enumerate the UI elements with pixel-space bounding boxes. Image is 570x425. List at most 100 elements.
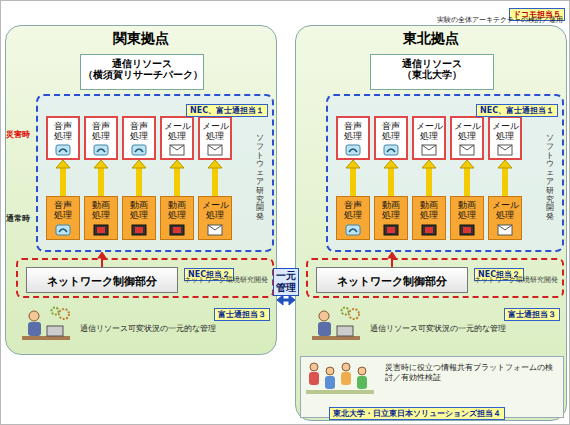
arrow-head [498, 160, 512, 168]
connector [388, 252, 396, 267]
drawing-part [358, 367, 366, 375]
drawing-part [341, 372, 351, 385]
connector-line [350, 168, 356, 196]
drawing-part [52, 308, 59, 315]
process-name: 動画 処理 [85, 200, 117, 221]
arrow-head [208, 160, 222, 168]
management-area: 富士通担当３ 通信リソース可変状況の一元的な管理 [10, 302, 274, 352]
drawing-part [342, 308, 349, 315]
management-area: 富士通担当３ 通信リソース可変状況の一元的な管理 [300, 302, 564, 352]
drawing-part [346, 145, 360, 155]
process-box: メール 処理 [198, 196, 232, 240]
process-box: 動画 処理 [374, 196, 408, 240]
connector-line [283, 299, 289, 302]
process-name: 音声 処理 [48, 121, 78, 142]
drawing-part [56, 225, 70, 235]
process-box: メール 処理 [198, 116, 232, 160]
drawing-part [318, 322, 331, 336]
connector [498, 160, 512, 196]
drawing-part [337, 326, 353, 336]
drawing-part [59, 309, 69, 319]
process-icon [170, 145, 184, 155]
management-note: 通信リソース可変状況の一元的な管理 [370, 324, 554, 334]
process-icon [208, 145, 222, 155]
process-icon [460, 145, 474, 155]
process-name: 音声 処理 [47, 200, 79, 221]
process-box: 動画 処理 [122, 196, 156, 240]
drawing-part [29, 311, 39, 321]
connector [277, 295, 295, 305]
connector-line [388, 168, 394, 196]
process-name: 音声 処理 [337, 200, 369, 221]
drawing-part [173, 227, 181, 233]
arrow-head [56, 160, 70, 168]
connector-line [391, 258, 393, 267]
process-name: 動画 処理 [123, 200, 155, 221]
drawing-part [47, 326, 63, 336]
process-box: メール 処理 [160, 116, 194, 160]
arrow-head [94, 160, 108, 168]
panel-title: 関東拠点 [6, 30, 276, 48]
process-name: 動画 処理 [375, 200, 407, 221]
software-region: NEC、富士通担当１ソフトウェア研究開発音声 処理音声 処理音声 処理メール 処… [36, 94, 274, 252]
connector [94, 160, 108, 196]
process-icon [384, 225, 398, 235]
process-name: メール 処理 [490, 121, 520, 142]
drawing-part [208, 145, 222, 150]
process-name: 動画 処理 [413, 200, 445, 221]
drawing-part [97, 227, 105, 233]
arrow-head [98, 252, 106, 258]
connector [56, 160, 70, 196]
process-box: 動画 処理 [84, 196, 118, 240]
note-text: 実験の全体アーキテクチャの検討／運用 [437, 15, 563, 25]
drawing-part [94, 145, 108, 155]
process-name: メール 処理 [199, 200, 231, 221]
arrow-head [132, 160, 146, 168]
connector-line [464, 168, 470, 196]
site-panel: 東北拠点通信リソース （東北大学）NEC、富士通担当１ソフトウェア研究開発音声 … [295, 25, 567, 421]
drawing-part [498, 225, 512, 235]
arrow-head [460, 160, 474, 168]
owner-tag: 富士通担当３ [504, 308, 560, 321]
process-name: 音声 処理 [376, 121, 406, 142]
owner-tag: 東北大学・日立東日本ソリューションズ担当４ [329, 407, 505, 420]
connector-line [101, 258, 103, 267]
vertical-note: ソフトウェア研究開発 [546, 134, 554, 222]
drawing-part [346, 225, 360, 235]
drawing-part [460, 145, 474, 155]
owner-tag: 富士通担当３ [214, 308, 270, 321]
drawing-part [170, 225, 184, 235]
resource-box: 通信リソース （東北大学） [370, 54, 494, 90]
process-box: 動画 処理 [412, 196, 446, 240]
platform-note: 災害時に役立つ情報共有プラットフォームの検討／有効性検証 [385, 363, 557, 383]
region-note: ネットワーク環境研究開発 [474, 276, 560, 284]
process-box: 動画 処理 [160, 196, 194, 240]
arrow-head [277, 295, 283, 305]
management-note: 通信リソース可変状況の一元的な管理 [80, 324, 264, 334]
drawing-part [22, 336, 70, 340]
drawing-part [309, 372, 319, 385]
connector [98, 252, 106, 267]
process-box: 音声 処理 [336, 196, 370, 240]
drawing-part [498, 145, 512, 150]
process-box: メール 処理 [488, 196, 522, 240]
connector-line [212, 168, 218, 196]
connector-line [136, 168, 142, 196]
people-illustration [306, 363, 374, 394]
drawing-part [349, 309, 359, 319]
process-name: 音声 処理 [124, 121, 154, 142]
process-icon [56, 225, 70, 235]
drawing-part [422, 225, 436, 235]
state-label: 通常時 [6, 213, 30, 224]
drawing-part [59, 229, 67, 232]
drawing-part [56, 145, 70, 155]
process-icon [498, 225, 512, 235]
platform-box: 災害時に役立つ情報共有プラットフォームの検討／有効性検証東北大学・日立東日本ソリ… [300, 356, 564, 418]
network-name: ネットワーク制御部分 [317, 274, 467, 289]
manager-illustration [22, 308, 70, 341]
process-icon [346, 225, 360, 235]
drawing-part [425, 227, 433, 233]
drawing-part [135, 227, 143, 233]
connector-line [98, 168, 104, 196]
